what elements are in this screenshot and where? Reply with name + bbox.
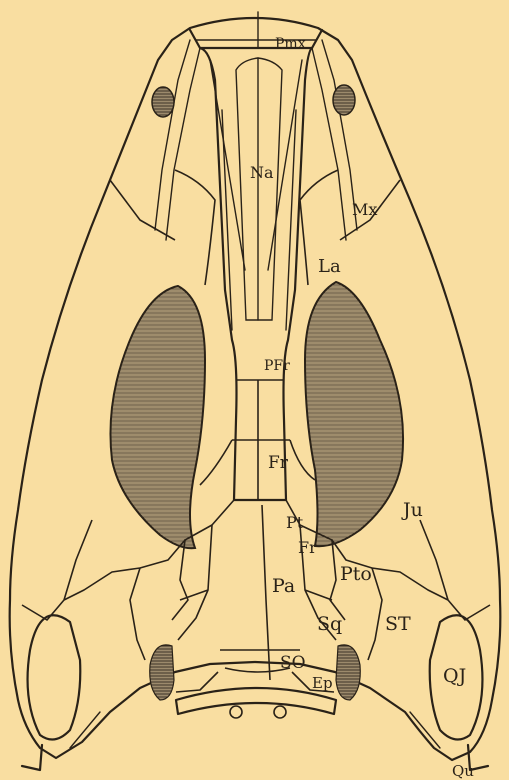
skull-outline — [10, 18, 501, 760]
left-occipital-shading — [150, 645, 174, 700]
label-lacrimal: La — [318, 256, 341, 277]
label-postfrontal: Pt — [286, 513, 304, 532]
label-frontal: Fr — [268, 453, 289, 473]
label-quadrate: Qu — [452, 762, 474, 780]
right-nostril — [333, 85, 355, 115]
left-quadratojugal — [28, 615, 81, 739]
right-occipital-shading — [336, 645, 360, 700]
right-condyle — [274, 706, 286, 718]
label-premaxilla: Pmx — [275, 36, 306, 52]
label-quadratojugal: QJ — [443, 665, 466, 687]
left-orbit — [110, 286, 205, 548]
label-supratemporal: ST — [385, 613, 411, 635]
label-supraoccipital: SO — [280, 653, 306, 673]
label-nasal: Na — [250, 163, 274, 182]
label-prefrontal: PFr — [264, 358, 290, 374]
label-frontal-2: Fr — [298, 538, 317, 557]
label-maxilla: Mx — [352, 200, 377, 219]
left-nostril — [152, 87, 174, 117]
label-parietal: Pa — [272, 575, 295, 597]
label-postorbital: Pto — [340, 563, 372, 585]
label-squamosal: Sq — [317, 613, 342, 635]
label-epiotic: Ep — [312, 674, 333, 692]
label-jugal: Ju — [401, 499, 423, 521]
left-condyle — [230, 706, 242, 718]
right-orbit — [305, 282, 403, 546]
